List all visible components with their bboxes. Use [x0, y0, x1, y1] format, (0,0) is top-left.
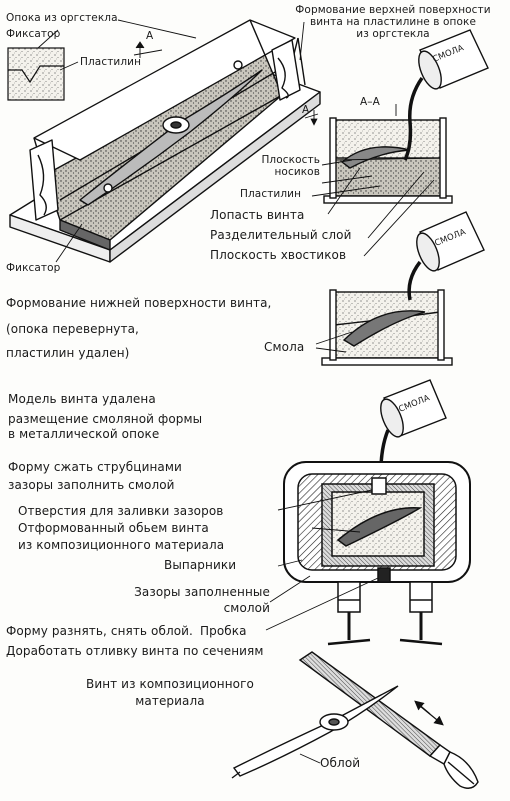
- label-vyparniki: Выпарники: [164, 558, 237, 572]
- label-squeeze: Форму сжать струбцинами зазоры заполнить…: [8, 460, 182, 492]
- label-section-aa: А–А: [360, 96, 380, 108]
- label-razdelitelny: Разделительный слой: [210, 228, 352, 242]
- label-molding-bottom: Формование нижней поверхности винта,: [6, 296, 272, 310]
- label-plastilin-top: Пластилин: [80, 56, 142, 68]
- leader-lines-top: [37, 19, 319, 263]
- label-placement: размещение смоляной формы в металлическо…: [8, 412, 203, 441]
- leader-lines-mold: [265, 489, 379, 631]
- label-ploskost-noskov: Плоскость носиков: [261, 154, 320, 178]
- acrylic-mold-box: [9, 19, 321, 263]
- label-molding-top: Формование верхней поверхности винта на …: [295, 4, 491, 40]
- label-arrow-a-top: А: [146, 30, 154, 42]
- label-model-removed: Модель винта удалена: [8, 392, 156, 406]
- label-fiksator-top: Фиксатор: [6, 28, 61, 40]
- label-finish: Доработать отливку винта по сечениям: [6, 644, 264, 658]
- move-arrows: [414, 700, 444, 726]
- label-opoka-flipped: (опока перевернута,: [6, 322, 139, 336]
- label-holes: Отверстия для заливки зазоров: [18, 504, 224, 518]
- label-opoka: Опока из оргстекла: [6, 12, 118, 24]
- leader-lines-obloy: [299, 753, 321, 764]
- plasticine-inset: [7, 47, 65, 101]
- label-ploskost-hvost: Плоскость хвостиков: [210, 248, 347, 262]
- clamped-metal-mold: [283, 461, 471, 646]
- label-plastilin-mid: Пластилин: [240, 188, 302, 200]
- label-plastilin-removed: пластилин удален): [6, 346, 130, 360]
- leader-lines-aa: [311, 104, 435, 257]
- label-probka: Пробка: [200, 624, 247, 638]
- label-gaps: Зазоры заполненные смолой: [134, 585, 270, 615]
- label-lopast: Лопасть винта: [210, 208, 305, 222]
- leader-lines-smola: [315, 331, 353, 353]
- label-volume: Отформованный обьем винта из композицион…: [18, 521, 225, 552]
- label-composite: Винт из композиционного материала: [86, 677, 254, 708]
- label-separate: Форму разнять, снять облой.: [6, 624, 193, 638]
- label-fiksator-bottom: Фиксатор: [6, 262, 61, 274]
- label-smola: Смола: [264, 340, 305, 354]
- label-obloy: Облой: [320, 756, 361, 770]
- resin-cup-1: [403, 29, 489, 161]
- label-arrow-a-side: А: [302, 104, 310, 116]
- composite-propeller: [231, 685, 399, 779]
- resin-cup-2: [407, 211, 485, 301]
- mold-bottom-forming: [321, 289, 453, 366]
- section-aa-box: [323, 117, 453, 204]
